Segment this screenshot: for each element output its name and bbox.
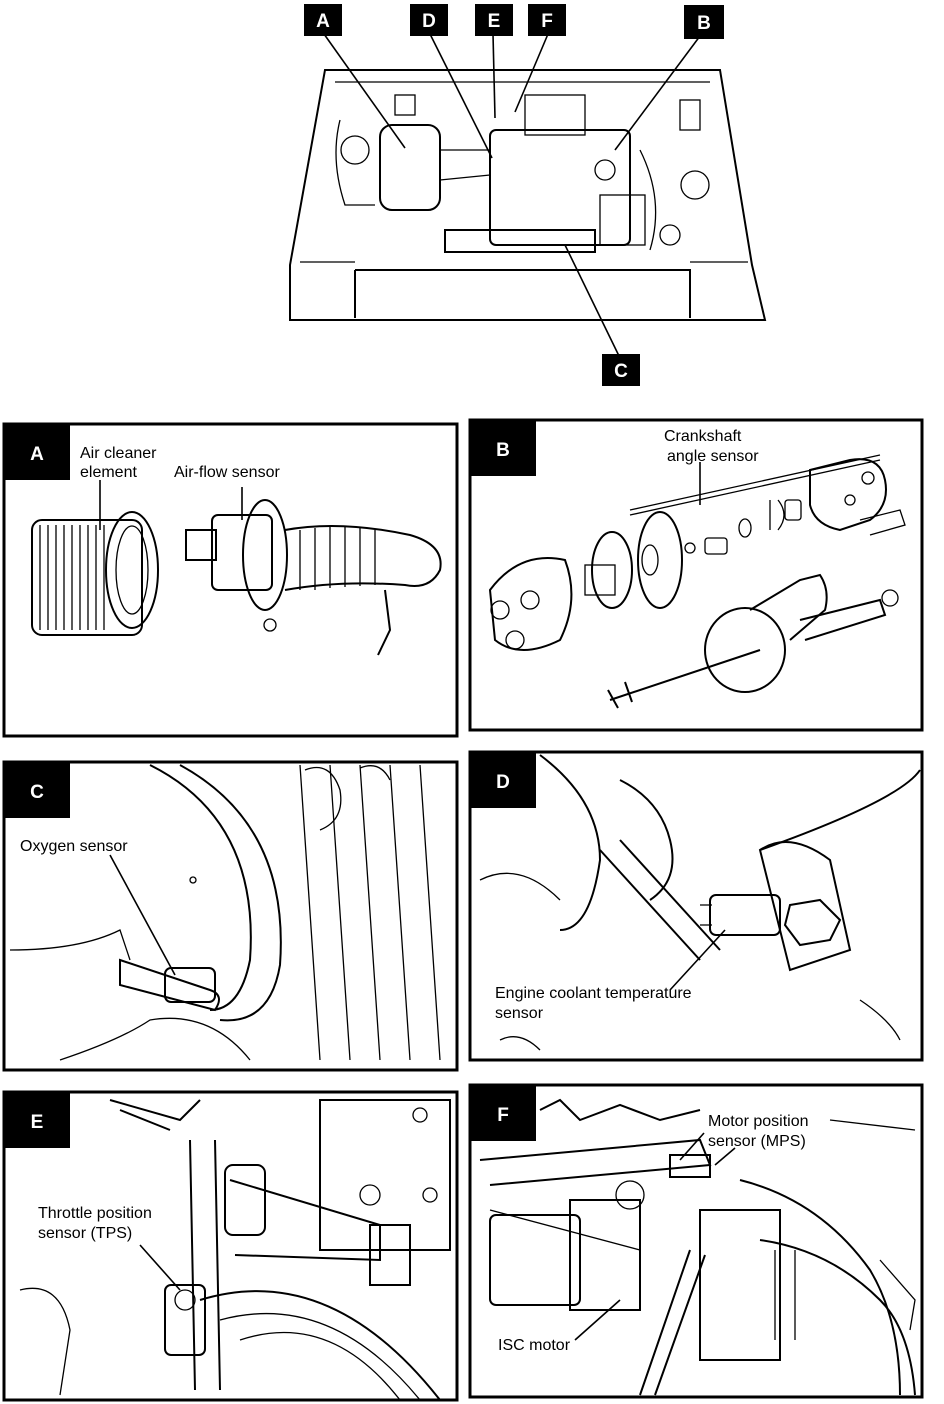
label-throttle-position: Throttle position [38,1205,152,1222]
callout-badge-b [684,5,724,39]
label-engine-coolant-temperature: Engine coolant temperature [495,985,692,1002]
panel-c-badge-text: C [30,782,44,803]
label-sensor-tps: sensor (TPS) [38,1225,132,1242]
exhaust-manifold-drawing [9,764,441,1061]
engine-bay-overview: A D E F B C [289,4,767,386]
panel-c-oxygen-sensor: C Oxygen sensor [2,760,459,1072]
coolant-temp-sensor-drawing [709,894,781,936]
panel-f-motor-position-sensor: F Motor position sensor (MPS) ISC motor [468,1083,924,1399]
callout-a: A [316,11,330,32]
callout-badge-e [475,4,513,36]
throttle-body-drawing [19,1099,451,1401]
panel-c-badge [4,762,70,818]
air-cleaner-element-drawing [31,511,159,636]
label-air-cleaner: Air cleaner [80,445,157,462]
callout-e: E [488,11,501,32]
panel-a-badge-text: A [30,444,44,465]
panel-d-badge-text: D [496,772,510,793]
callout-badge-f [528,4,566,36]
panel-e-throttle-position-sensor: E Throttle position sensor (TPS) [2,1090,459,1402]
panel-d-badge [470,752,536,808]
label-motor-position: Motor position [708,1113,809,1130]
callout-d: D [422,11,436,32]
panel-d-coolant-temp-sensor: D Engine coolant temperature sensor [468,750,924,1062]
callout-badge-d [410,4,448,36]
tps-drawing [164,1284,206,1356]
callout-b: B [697,13,711,34]
label-angle-sensor: angle sensor [667,448,759,465]
engine-coolant-drawing [479,754,921,1051]
label-air-flow-sensor: Air-flow sensor [174,464,280,481]
callout-badge-c [602,354,640,386]
callout-badge-a [304,4,342,36]
panel-a-air-flow-sensor: A Air cleaner element Air-flow sensor [2,422,459,738]
mps-drawing [669,1154,711,1178]
isc-motor-drawing [479,1098,916,1396]
distributor-exploded-drawing [488,454,906,709]
panel-b-crankshaft-angle-sensor: B Crankshaft angle sensor [468,418,924,732]
panel-a-badge [4,424,70,480]
callout-c: C [614,361,628,382]
air-flow-sensor-drawing [185,487,442,656]
oxygen-sensor-drawing [164,967,216,1003]
panel-b-badge [470,420,536,476]
label-sensor-mps: sensor (MPS) [708,1133,806,1150]
label-element: element [80,464,137,481]
callout-f: F [541,11,553,32]
label-oxygen-sensor: Oxygen sensor [20,838,128,855]
panel-e-badge [4,1092,70,1148]
label-isc-motor: ISC motor [498,1337,571,1354]
panel-b-badge-text: B [496,440,510,461]
label-crankshaft: Crankshaft [664,428,742,445]
panel-f-badge-text: F [497,1105,509,1126]
isc-motor-body [489,1214,581,1306]
panel-f-badge [470,1085,536,1141]
panel-e-badge-text: E [31,1112,44,1133]
label-sensor: sensor [495,1005,544,1022]
